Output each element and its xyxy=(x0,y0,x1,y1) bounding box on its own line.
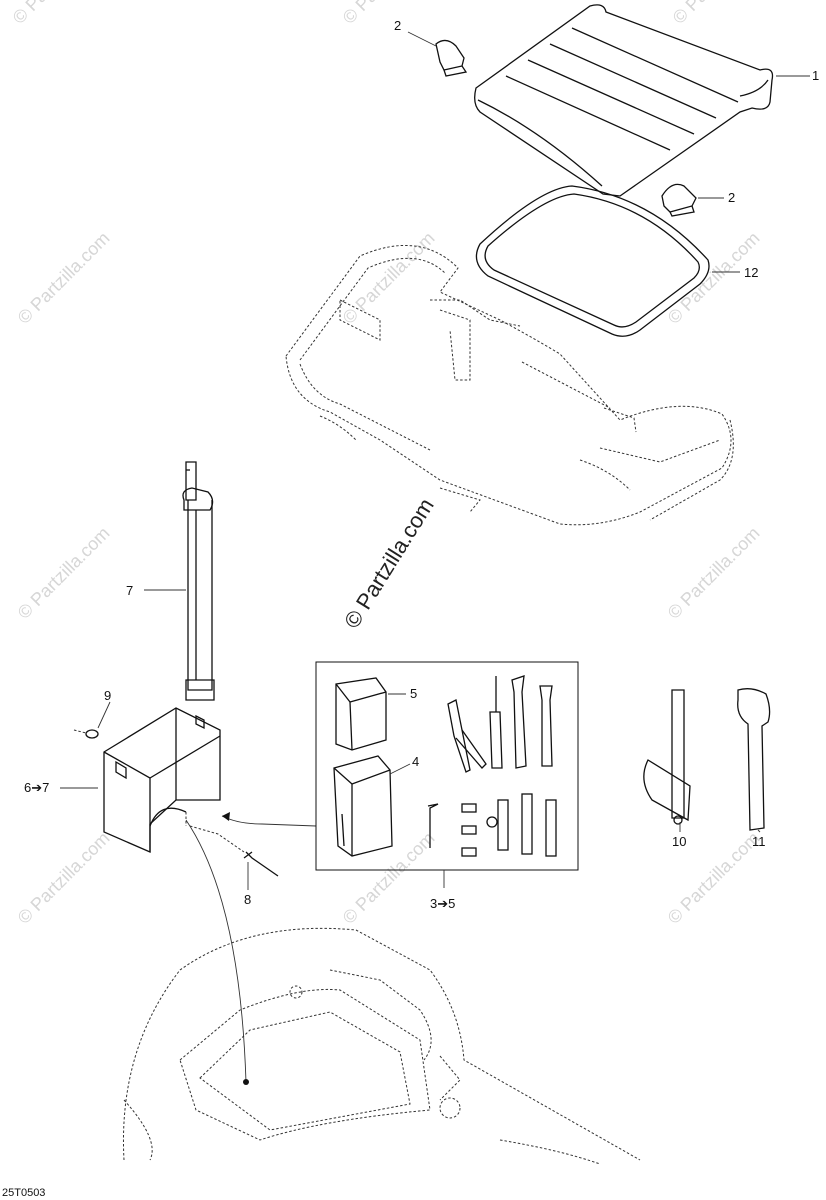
callout-11: 11 xyxy=(752,834,766,849)
arrow-to-bracket xyxy=(221,815,317,827)
clip-part-upper xyxy=(435,39,468,77)
guide-curve xyxy=(185,819,247,1083)
clip-part-lower xyxy=(661,183,697,217)
watermark-tile: © Partzilla.com xyxy=(9,0,109,28)
callout-3-5: 3➔5 xyxy=(430,896,455,911)
callout-2-upper: 2 xyxy=(394,18,401,33)
mount-point-dot xyxy=(243,1079,249,1085)
callout-4: 4 xyxy=(412,754,419,769)
washer-part xyxy=(73,729,99,739)
callout-5: 5 xyxy=(410,686,417,701)
watermark-tile: © Partzilla.com xyxy=(664,523,764,623)
watermark-tiles: © Partzilla.com © Partzilla.com © Partzi… xyxy=(9,0,769,928)
leader-lines xyxy=(60,31,810,890)
watermark-tile: © Partzilla.com xyxy=(14,228,114,328)
open-wrench-icon xyxy=(511,675,527,769)
spanner-part-11 xyxy=(737,688,771,831)
callout-10: 10 xyxy=(672,834,686,849)
rack-frame-outline xyxy=(285,245,734,526)
watermark-tile: © Partzilla.com xyxy=(669,0,769,28)
guide-line xyxy=(189,825,245,853)
holder-bracket-part xyxy=(103,707,221,853)
drawing-code: 25T0503 xyxy=(2,1187,45,1199)
open-wrench-icon xyxy=(539,685,553,767)
fuse-icon xyxy=(461,803,477,857)
rivet-part xyxy=(243,851,279,877)
callout-9: 9 xyxy=(104,688,111,703)
screwdriver-icon xyxy=(489,676,503,769)
callout-7: 7 xyxy=(126,583,133,598)
watermark-tile: © Partzilla.com xyxy=(14,523,114,623)
callout-12: 12 xyxy=(744,265,758,280)
seal-part xyxy=(475,185,710,337)
watermark-tile: © Partzilla.com xyxy=(339,828,439,928)
tool-case-lid-part xyxy=(335,677,387,751)
tool-case-part xyxy=(333,755,393,857)
strap-part xyxy=(182,461,215,701)
hex-key-icon xyxy=(427,803,439,848)
watermark-main: © Partzilla.com xyxy=(339,494,439,633)
arrow-head xyxy=(222,812,230,821)
pliers-icon xyxy=(447,699,487,773)
watermark-tile: © Partzilla.com xyxy=(14,828,114,928)
vehicle-body-outline xyxy=(123,927,641,1165)
callout-6-7: 6➔7 xyxy=(24,780,49,795)
wrench-part-10 xyxy=(643,689,691,825)
seat-cushion-part xyxy=(474,4,774,197)
spark-plug-socket-icon xyxy=(486,793,557,857)
watermark-tile: © Partzilla.com xyxy=(339,0,439,28)
callout-1: 1 xyxy=(812,68,819,83)
watermark-tile: © Partzilla.com xyxy=(339,228,439,328)
tool-kit-box xyxy=(315,661,579,871)
callout-2-lower: 2 xyxy=(728,190,735,205)
callout-8: 8 xyxy=(244,892,251,907)
